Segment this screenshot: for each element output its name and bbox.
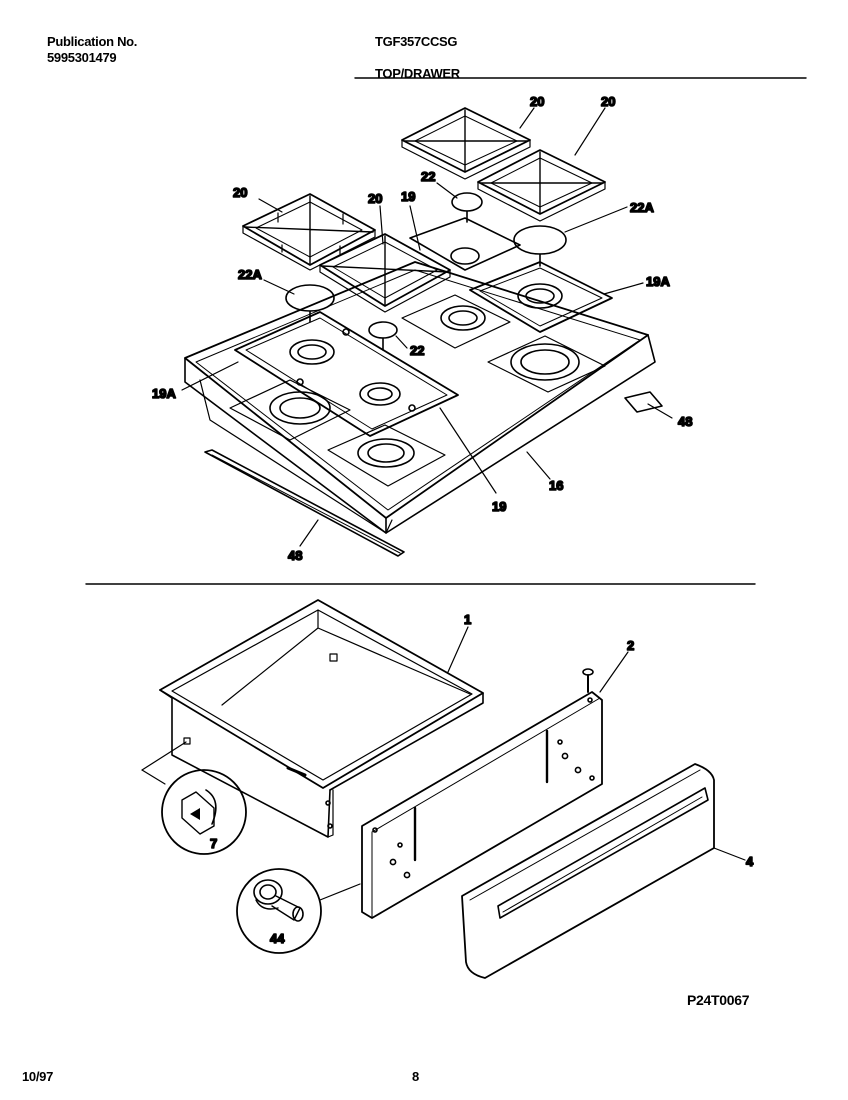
burner-cap-22-front — [368, 321, 398, 351]
callout-16: 16 — [549, 478, 563, 493]
callout-4: 4 — [746, 854, 754, 869]
callout-19: 19 — [492, 499, 506, 514]
trim-strip-left-48 — [204, 449, 405, 557]
cooktop-16 — [184, 261, 656, 534]
callout-20: 20 — [368, 191, 382, 206]
screw — [582, 668, 594, 693]
publication-date: 10/97 — [22, 1069, 54, 1084]
callout-48: 48 — [678, 414, 692, 429]
burner-cap-22a-left — [285, 284, 335, 323]
burner-cap-22-rear — [451, 192, 483, 223]
drawer-body-1 — [159, 599, 484, 838]
drip-pan-19a-left — [234, 311, 459, 437]
callout-20: 20 — [233, 185, 247, 200]
grate-20-center-left — [319, 233, 451, 313]
burner-well-front-left — [229, 379, 351, 441]
grate-20-right-rear — [477, 149, 606, 222]
burner-cap-22a-right — [513, 225, 567, 267]
callout-19a: 19A — [152, 386, 176, 401]
roller-detail-44 — [236, 868, 361, 954]
leader-lines-top — [181, 107, 673, 547]
drip-pan-19-rear — [409, 217, 521, 271]
callout-22a: 22A — [630, 200, 654, 215]
section-title: TOP/DRAWER — [375, 66, 460, 81]
callout-1: 1 — [464, 612, 471, 627]
publication-label: Publication No. — [47, 34, 138, 49]
drip-pan-19a-right — [469, 261, 613, 333]
callout-44: 44 — [270, 931, 285, 946]
burner-well-rear-left — [401, 294, 511, 349]
drawer-stop-detail-7 — [141, 741, 247, 855]
grate-20-far-left — [242, 193, 376, 271]
burner-well-rear-right — [487, 335, 606, 393]
callout-19a: 19A — [646, 274, 670, 289]
callout-7: 7 — [210, 836, 217, 851]
callout-22: 22 — [421, 169, 435, 184]
callout-19: 19 — [401, 189, 415, 204]
callout-22a: 22A — [238, 267, 262, 282]
callout-20: 20 — [530, 94, 544, 109]
callout-48: 48 — [288, 548, 302, 563]
callout-20: 20 — [601, 94, 615, 109]
page-number: 8 — [412, 1069, 419, 1084]
trim-strip-right-48 — [624, 391, 663, 413]
callout-22: 22 — [410, 343, 424, 358]
drawer-front-panel-2 — [361, 691, 603, 919]
drawing-id: P24T0067 — [687, 992, 750, 1008]
model-number: TGF357CCSG — [375, 34, 458, 49]
drawer-handle-4 — [461, 763, 715, 979]
grate-20-center-rear — [401, 107, 531, 180]
publication-number: 5995301479 — [47, 50, 117, 65]
leader-lines-drawer — [447, 626, 746, 861]
callout-2: 2 — [627, 638, 634, 653]
